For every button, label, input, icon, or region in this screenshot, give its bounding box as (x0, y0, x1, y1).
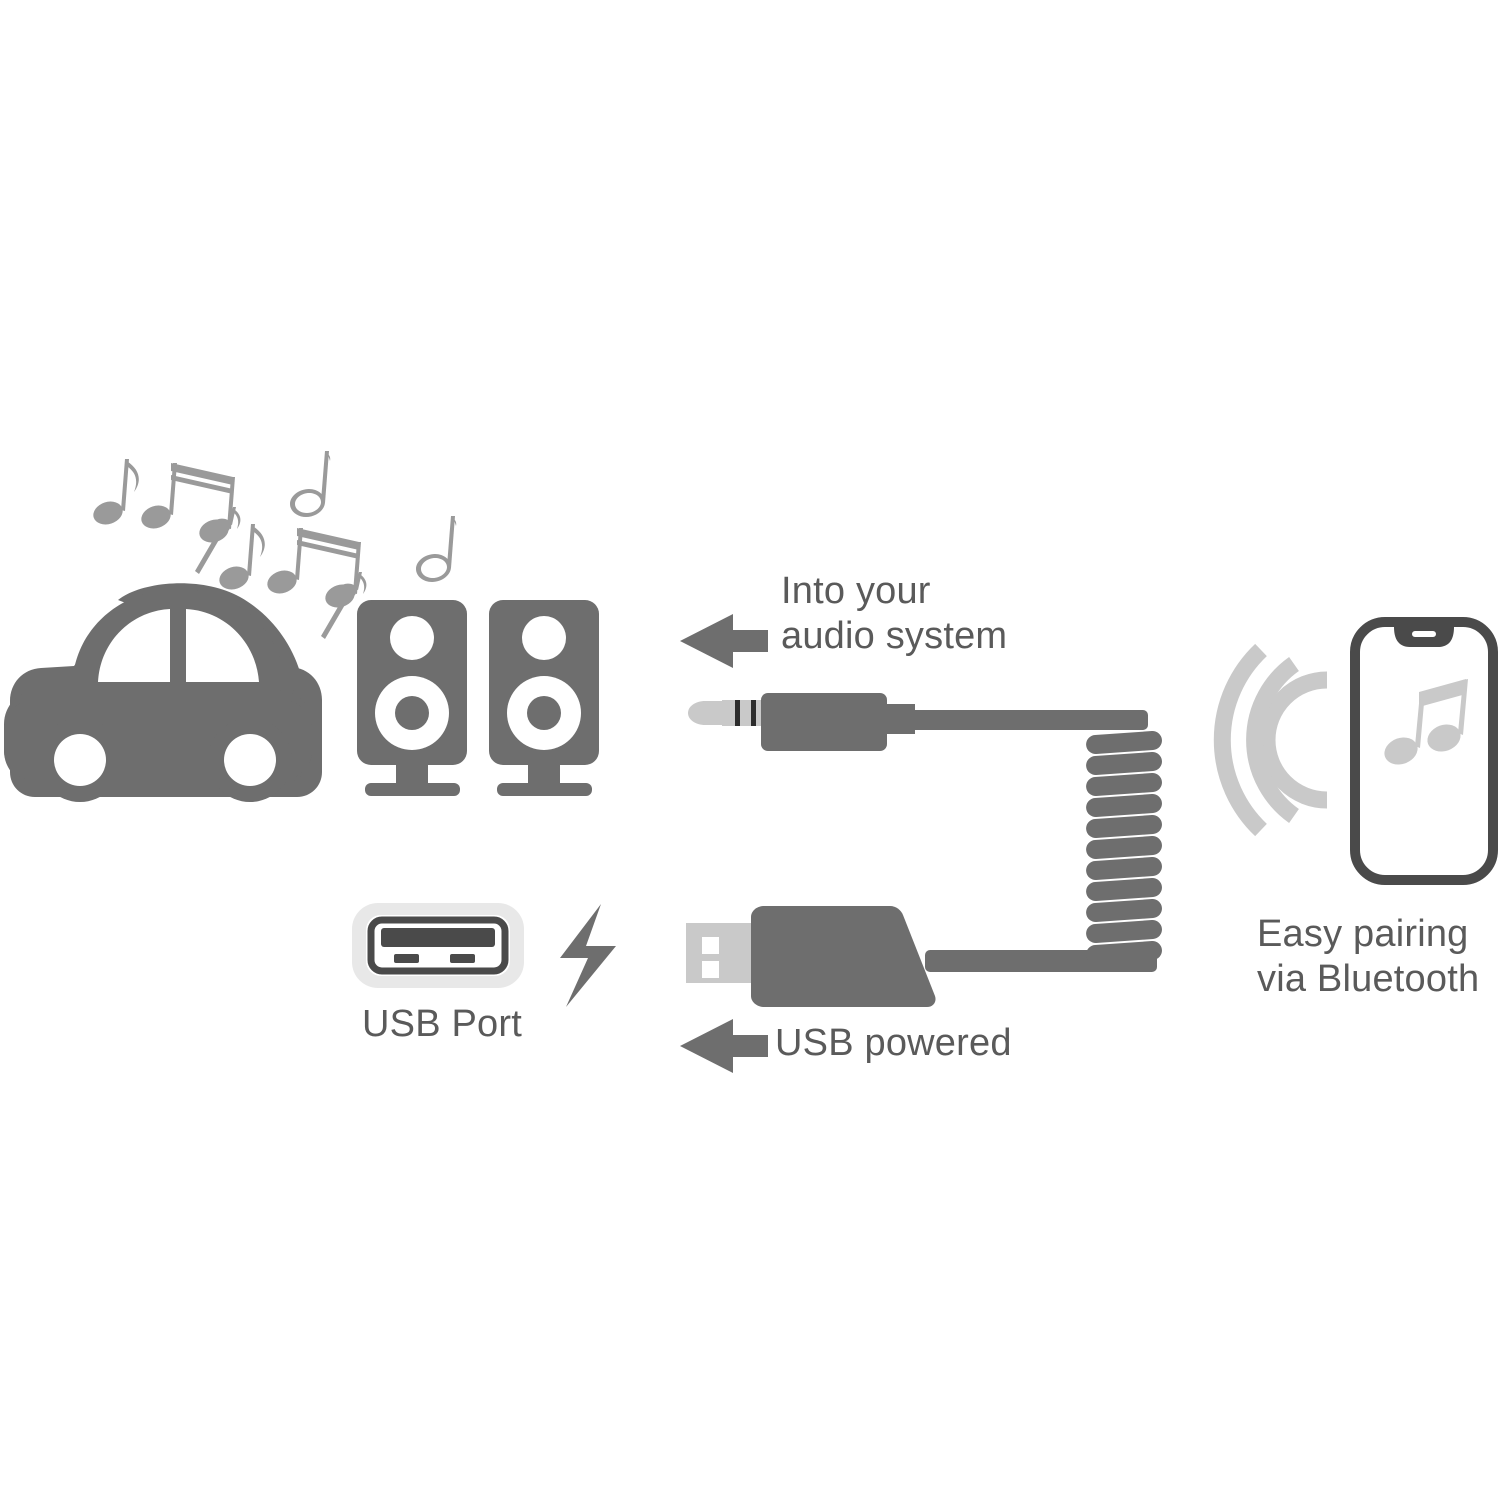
bluetooth-signal-waves-icon (1213, 643, 1328, 837)
label-easy-pairing-bluetooth: Easy pairing via Bluetooth (1257, 913, 1480, 1000)
car-icon (4, 583, 322, 802)
arrow-left-icon-usb (680, 1019, 768, 1073)
cable-top-segment (908, 710, 1148, 730)
label-usb-powered: USB powered (775, 1022, 1012, 1064)
car-wheels (38, 718, 292, 802)
music-note-icon (1384, 679, 1468, 765)
smartphone-icon (1350, 617, 1498, 885)
speaker-pair-icon (357, 600, 599, 796)
audio-jack-plug-icon (688, 693, 1148, 751)
arrow-left-icon-audio (680, 614, 768, 668)
label-into-audio-system: Into your audio system (781, 570, 1008, 657)
speaker-right (489, 600, 599, 796)
phone-earpiece-slot (1412, 631, 1436, 637)
lightning-bolt-icon (560, 904, 616, 1007)
usb-port-icon (352, 903, 524, 988)
coiled-cable-icon (1086, 731, 1162, 964)
speaker-left (357, 600, 467, 796)
label-usb-port: USB Port (362, 1003, 522, 1045)
music-notes-icon (93, 451, 457, 639)
